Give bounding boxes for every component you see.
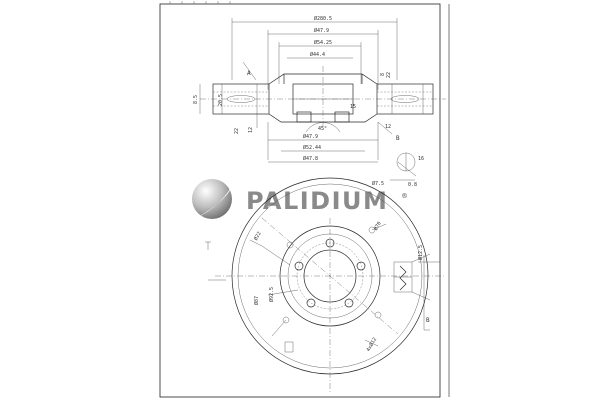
dim-right-4: 15 (350, 104, 356, 110)
section-view: Ø280.5 Ø47.9 Ø54.25 Ø44.4 Ø47.9 Ø52.44 Ø… (193, 15, 446, 163)
dim-left-2: 20.5 (218, 94, 224, 106)
front-dim-5: Ø12.5 (417, 245, 424, 260)
brand-name: PALIDIUM (246, 187, 388, 215)
dim-right-1: 22 (386, 72, 392, 78)
dim-right-2: 8 (380, 73, 386, 76)
palidium-logo: PALIDIUM ® (192, 178, 408, 219)
dim-left-3: 12 (248, 127, 254, 133)
dim-bottom-3: Ø47.8 (303, 155, 318, 162)
dim-left-1: 8.5 (193, 95, 199, 104)
front-dim-3: Ø87 (253, 296, 260, 305)
detail-dim-2: 0.8 (408, 182, 417, 188)
dim-top-4: Ø44.4 (310, 51, 325, 58)
detail-callout: 16 0.8 Ø7.5 (372, 152, 424, 188)
front-section-mark: B (426, 317, 430, 324)
front-dim-4: Ø92.5 (268, 287, 275, 302)
dim-top-2: Ø47.9 (314, 27, 329, 34)
arrow-label-a: A (247, 70, 251, 77)
dim-bottom-1: Ø47.9 (303, 133, 318, 140)
dim-top-1: Ø280.5 (314, 15, 332, 22)
top-ticks (169, 1, 231, 4)
dim-top-3: Ø54.25 (314, 39, 332, 46)
brand-registered-mark: ® (401, 192, 408, 200)
front-dim-2: Ø70 (372, 220, 383, 231)
detail-dim-3: Ø7.5 (372, 180, 384, 187)
detail-dim-1: 16 (418, 156, 424, 162)
sheet-border (159, 3, 441, 398)
dim-right-3: 12 (385, 124, 391, 130)
logo-sphere-icon (192, 179, 232, 219)
dim-bottom-2: Ø52.44 (303, 144, 321, 151)
angle-label: 45° (318, 126, 327, 132)
arrow-label-b: B (396, 135, 400, 142)
dim-left-4: 22 (234, 128, 240, 134)
front-dim-1: Ø22 (252, 230, 263, 241)
front-dim-6: 4xØ12 (365, 336, 379, 353)
